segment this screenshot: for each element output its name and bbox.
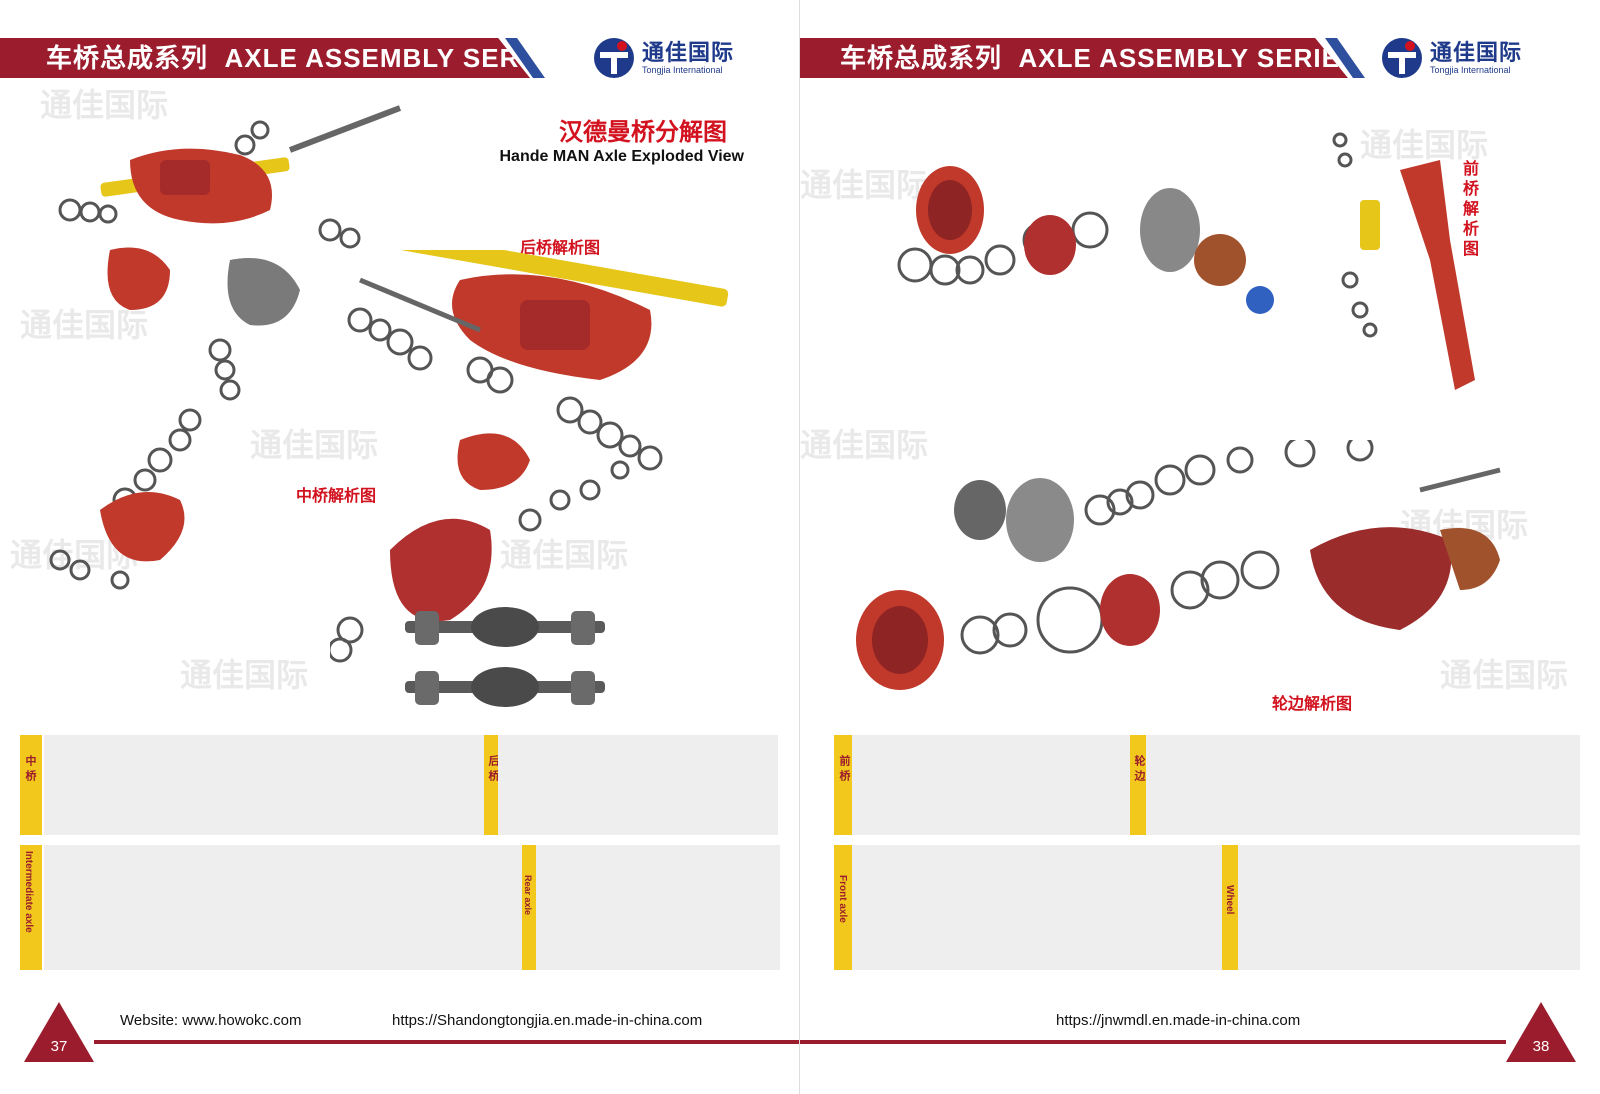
footer-url[interactable]: https://Shandongtongjia.en.made-in-china…	[392, 1012, 703, 1029]
table-side-bar	[1130, 735, 1146, 835]
middle-axle-list-cn	[44, 735, 484, 835]
table-side-bar	[484, 735, 498, 835]
rear-axle-tab-cn: 后桥	[487, 755, 499, 785]
banner-right: 车桥总成系列 AXLE ASSEMBLY SERIES	[800, 38, 1348, 78]
wheel-end-exploded-drawing	[856, 440, 1501, 690]
assembled-axle-photos	[405, 607, 605, 707]
front-axle-exploded-drawing	[897, 132, 1475, 390]
footer-rule	[94, 1040, 799, 1044]
middle-axle-label: 中桥解析图	[296, 488, 377, 505]
rear-axle-list-en	[536, 845, 780, 970]
wheel-list-en	[1238, 845, 1580, 970]
wheel-tab-en: Wheel	[1224, 885, 1235, 915]
banner-left: 车桥总成系列 AXLE ASSEMBLY SERIES	[0, 38, 530, 78]
logo-icon	[1382, 38, 1422, 78]
footer-rule	[800, 1040, 1506, 1044]
table-side-bar	[1222, 845, 1238, 970]
footer-url[interactable]: https://jnwmdl.en.made-in-china.com	[1056, 1012, 1301, 1029]
rear-axle-list-cn	[498, 735, 778, 835]
parts-table-en: Intermediate axle Rear axle	[0, 845, 799, 970]
banner-title-cn: 车桥总成系列	[840, 43, 1003, 73]
middle-axle-exploded-drawing	[49, 105, 402, 590]
logo-name-cn: 通佳国际	[642, 39, 735, 65]
left-page: 车桥总成系列 AXLE ASSEMBLY SERIES 通佳国际 Tongjia…	[0, 0, 800, 1094]
wheel-tab-cn: 轮边	[1133, 755, 1145, 785]
banner-title-en: AXLE ASSEMBLY SERIES	[224, 43, 530, 73]
table-side-bar	[522, 845, 536, 970]
table-side-bar	[834, 735, 852, 835]
middle-axle-tab-cn: 中桥	[24, 755, 36, 785]
banner-title-cn: 车桥总成系列	[46, 43, 209, 73]
rear-axle-label: 后桥解析图	[520, 240, 601, 257]
banner-title-en: AXLE ASSEMBLY SERIES	[1018, 43, 1348, 73]
middle-axle-list-en	[44, 845, 522, 970]
table-side-bar	[20, 735, 42, 835]
page-number: 37	[50, 1038, 68, 1055]
logo-icon	[594, 38, 634, 78]
front-axle-tab-en: Front axle	[837, 875, 848, 923]
logo-name-cn: 通佳国际	[1430, 39, 1523, 65]
table-side-bar	[20, 845, 42, 970]
front-axle-list-cn	[852, 735, 1130, 835]
rear-axle-exploded-drawing	[330, 250, 729, 663]
page-number-badge: 37	[24, 1002, 94, 1062]
footer-website[interactable]: Website: www.howokc.com	[120, 1012, 302, 1029]
brand-logo: 通佳国际 Tongjia International	[1380, 36, 1522, 80]
logo-name-en: Tongjia International	[1430, 64, 1511, 75]
brand-logo: 通佳国际 Tongjia International	[592, 36, 734, 80]
parts-table-cn: 中桥 后桥	[0, 735, 799, 835]
page-title-en: Hande MAN Axle Exploded View	[499, 148, 745, 165]
parts-table-en: Front axle Wheel	[800, 845, 1600, 970]
front-axle-tab-cn: 前桥	[838, 755, 850, 785]
front-axle-label: 前桥解析图	[1460, 160, 1477, 260]
page-number: 38	[1532, 1038, 1550, 1055]
wheel-list-cn	[1146, 735, 1580, 835]
logo-name-en: Tongjia International	[642, 64, 723, 75]
table-side-bar	[834, 845, 852, 970]
middle-axle-tab-en: Intermediate axle	[23, 851, 34, 933]
front-axle-list-en	[852, 845, 1222, 970]
wheel-end-label: 轮边解析图	[1272, 696, 1353, 713]
right-page: 车桥总成系列 AXLE ASSEMBLY SERIES 通佳国际 Tongjia…	[800, 0, 1600, 1094]
rear-axle-tab-en: Rear axle	[523, 875, 533, 916]
page-title-cn: 汉德曼桥分解图	[559, 119, 727, 146]
page-number-badge: 38	[1506, 1002, 1576, 1062]
parts-table-cn: 前桥 轮边	[800, 735, 1600, 835]
